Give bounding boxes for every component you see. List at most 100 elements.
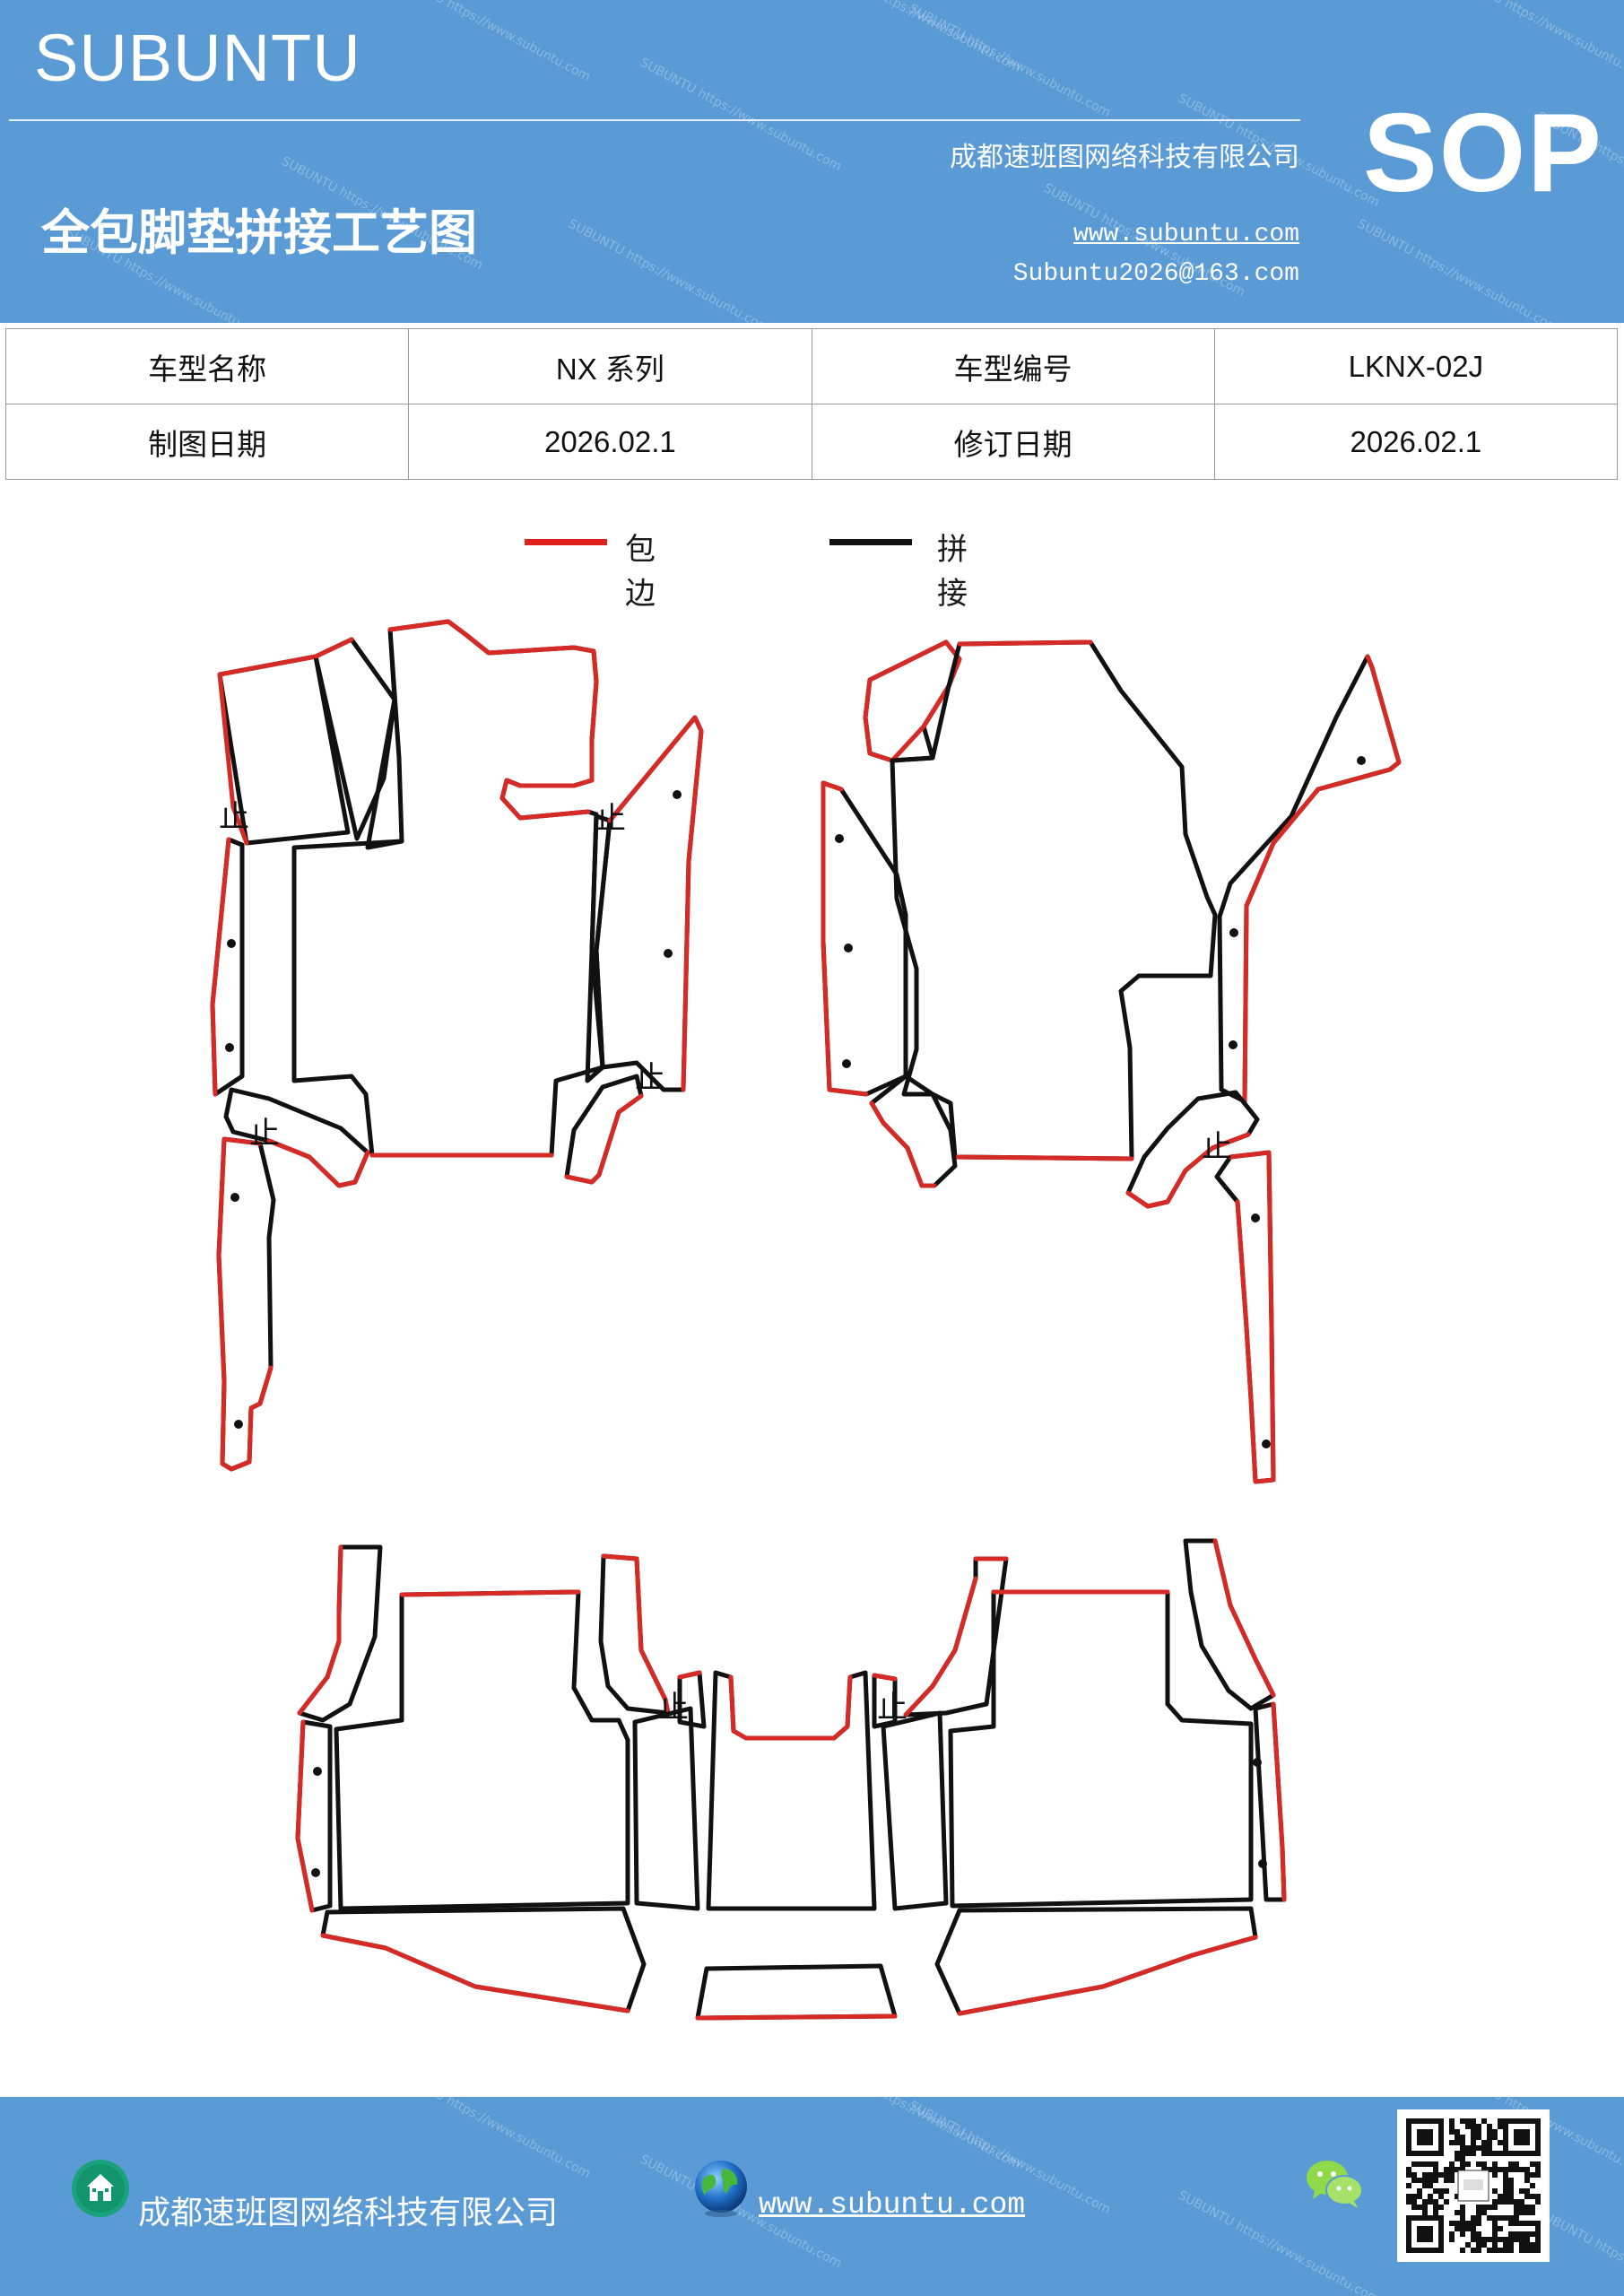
mat-piece [881,1710,949,1911]
header-divider [9,119,1300,121]
mat-edge [695,2013,898,2021]
globe-icon [695,2161,747,2217]
mat-piece [365,627,404,850]
mat-edge [607,715,704,1092]
hole-dot [1258,1859,1267,1868]
table-cell-label: 车型编号 [811,328,1215,404]
watermark-text: SUBUNTU https://www.subuntu.com [816,2097,1023,2173]
legend-label: 包边 [625,532,656,612]
hole-dot [1229,1040,1238,1049]
brand-logo-text: SUBUNTU [34,21,361,95]
table-cell-value: 2026.02.1 [408,404,812,480]
legend-swatch-red [525,539,607,545]
legend-label: 拼接 [937,532,968,612]
hole-dot [842,1059,851,1068]
mat-piece [313,637,397,841]
mat-piece [334,1589,630,1911]
mat-edge [1228,1150,1276,1484]
mat-edge [1125,1132,1251,1209]
mat-edge [210,837,231,1097]
hole-dot [313,1767,322,1776]
company-name: 成都速班图网络科技有限公司 [950,142,1299,173]
mat-edge [217,654,318,846]
front-right-mat-group [821,639,1402,1484]
document-title: 全包脚垫拼接工艺图 [41,204,477,261]
hole-dot [673,790,682,799]
mat-edge [369,619,599,1158]
hole-dot [1229,928,1238,937]
mat-piece [1183,1538,1276,1711]
table-cell-value: LKNX-02J [1213,328,1619,404]
footer-company-name: 成都速班图网络科技有限公司 [138,2195,559,2231]
table-cell-value: 2026.02.1 [1213,404,1619,480]
hole-dot [664,949,673,958]
hole-dot [230,1193,239,1202]
mat-edge [601,1553,671,1716]
hole-dot [835,834,844,843]
stop-marker: 止 [1202,1129,1232,1165]
table-row: 制图日期 2026.02.1 修订日期 2026.02.1 [4,404,1619,480]
stop-marker: 止 [635,1060,665,1096]
mat-piece [934,1906,1258,2016]
mat-edge [957,1935,1258,2016]
wechat-icon [1307,2161,1363,2208]
email-address[interactable]: Subuntu2026@163.com [1012,260,1299,288]
hole-dot [1251,1213,1260,1222]
front-left-mat-group [210,619,704,1472]
mat-piece [903,1556,1009,1718]
mat-edge [1212,1538,1276,1698]
mat-piece [291,619,605,1158]
company-icon [72,2160,129,2217]
mat-piece [890,639,1218,1161]
mat-piece [216,1136,276,1472]
website-link[interactable]: www.subuntu.com [1073,221,1299,248]
qr-code [1397,2109,1550,2262]
mounting-holes [225,756,1366,1877]
table-cell-label: 制图日期 [4,404,410,480]
hole-dot [1357,756,1366,765]
stop-marker: 止 [658,1690,689,1726]
mat-edge [903,1556,1009,1718]
info-table: 车型名称 NX 系列 车型编号 LKNX-02J 制图日期 2026.02.1 … [4,328,1619,480]
mat-piece [948,1589,1254,1909]
stop-marker: 止 [877,1690,908,1726]
hole-dot [1253,1758,1262,1767]
sop-badge: SOP [1363,91,1603,215]
footer-website-link[interactable]: www.subuntu.com [759,2188,1026,2222]
mat-edge [821,780,869,1097]
table-cell-label: 车型名称 [4,328,410,404]
mat-edge [1242,654,1402,1104]
mat-edge [399,1589,581,1597]
mat-piece [320,1906,647,2013]
mat-edge [869,1100,937,1188]
mat-edge [1271,1701,1287,1902]
legend-swatch-black [829,539,912,545]
hole-dot [844,944,853,952]
mat-edge [320,1933,630,2013]
mat-edge [872,1673,898,1682]
hole-dot [311,1868,320,1877]
stop-marker: 止 [595,801,626,837]
hole-dot [227,939,236,948]
table-row: 车型名称 NX 系列 车型编号 LKNX-02J [4,328,1619,404]
mat-edge [313,637,354,659]
mat-edge [564,1093,644,1185]
stop-marker: 止 [219,799,249,835]
rear-mat-group [295,1538,1287,2021]
mat-edge [677,1670,702,1680]
stop-markers: 止 止 止 止 止 止 止 [219,799,1232,1726]
mat-edge [728,1674,853,1741]
mat-piece [223,1087,370,1188]
mat-edge [216,1136,274,1472]
mat-piece [695,1963,898,2021]
hole-dot [225,1043,234,1052]
hole-dot [234,1420,243,1429]
mat-piece [1125,1090,1260,1209]
mat-piece [632,1706,700,1911]
table-cell-value: NX 系列 [408,328,812,404]
stop-marker: 止 [249,1116,280,1152]
hole-dot [1262,1439,1271,1448]
